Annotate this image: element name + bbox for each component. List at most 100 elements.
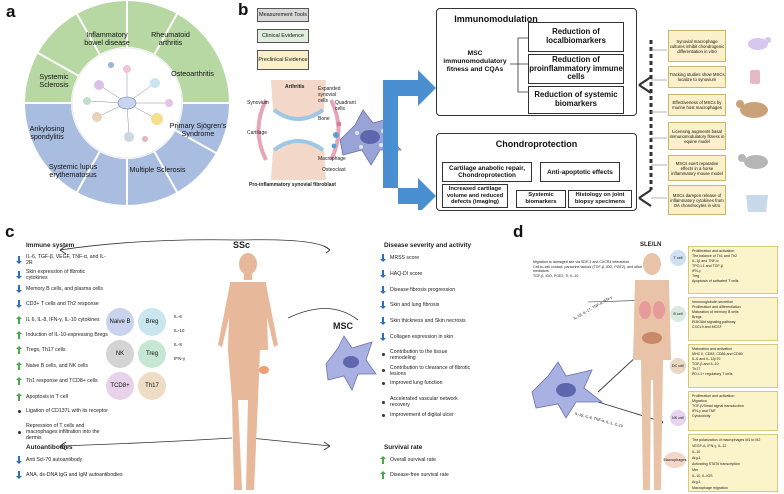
survival-title: Survival rate bbox=[384, 444, 423, 451]
d-cell-dc: DC cell bbox=[670, 358, 686, 374]
label-synovium: Synovium bbox=[247, 100, 269, 106]
list-item-text: MRSS score bbox=[390, 255, 420, 261]
cell-th17: Th17 bbox=[138, 372, 166, 400]
list-item-text: Overall survival rate bbox=[390, 457, 436, 463]
bullet-icon bbox=[382, 413, 385, 417]
joint-illustration bbox=[256, 80, 342, 180]
animal-model-icons bbox=[736, 37, 771, 212]
label-macrophage: Macrophage bbox=[318, 156, 346, 162]
label-cartilage: Cartilage bbox=[247, 130, 268, 136]
d-list-item: Activating STAT6 transcription bbox=[692, 462, 740, 466]
down-arrow-icon bbox=[380, 301, 386, 310]
d-list-item: Treg bbox=[692, 274, 700, 278]
label-fibroblast: Pro-inflammatory synovial fibroblast bbox=[249, 182, 336, 188]
sle-label: SLE/LN bbox=[640, 242, 662, 248]
blue-flow-arrows bbox=[383, 70, 436, 210]
list-item-text: Repression of T cells and macrophages in… bbox=[26, 423, 100, 442]
list-item: Induction of IL-10-expressing Bregs bbox=[16, 331, 108, 339]
list-item-text: Disease fibrosis progression bbox=[390, 286, 456, 293]
list-item-text: Th1 response and TCD8+ cells bbox=[26, 378, 98, 385]
d-list-item: Migration bbox=[692, 399, 707, 403]
migration-line-2: Cell-to-cell contact, paracrine factors … bbox=[533, 264, 643, 274]
list-item: CD3+ T cells and Th2 response bbox=[16, 300, 108, 309]
list-item: Improvement of digital ulcer bbox=[380, 412, 472, 418]
legend-preclinical-evidence: Preclinical Evidence bbox=[257, 50, 309, 70]
list-item: Anti Scl-70 autoantibody bbox=[16, 456, 206, 464]
list-item: Tregs, Th17 cells bbox=[16, 346, 108, 355]
list-item: MRSS score bbox=[380, 254, 472, 262]
evidence-2: Tracking studies show MSCs localize to s… bbox=[668, 66, 726, 88]
d-list-item: Macrophage migration bbox=[692, 486, 728, 490]
list-item: HAQ-DI score bbox=[380, 269, 472, 278]
list-item-text: Ligation of CD137L with its receptor bbox=[26, 408, 108, 414]
migration-line-1: Migration to damaged site via SDF-1 and … bbox=[533, 260, 630, 264]
d-list-item: Arg-1 bbox=[692, 480, 701, 484]
migration-line-3: TGF-β, IDO, PGE2, Ti, IL-10 bbox=[533, 273, 579, 278]
migration-text: Migration to damaged site via SDF-1 and … bbox=[533, 260, 653, 278]
list-item: Memory B cells, and plasma cells bbox=[16, 284, 108, 293]
list-item-text: Skin and lung fibrosis bbox=[390, 302, 440, 309]
up-arrow-icon bbox=[16, 377, 22, 386]
d-list-item: Arg-1 bbox=[692, 456, 701, 460]
list-item-text: IL-6, TGF-β, VEGF, TNF-α, and IL-2R bbox=[26, 254, 106, 266]
human-body-figure bbox=[218, 253, 278, 490]
histology-box: Histology on joint biopsy specimens bbox=[568, 190, 632, 208]
down-arrow-icon bbox=[16, 456, 22, 464]
d-cell-b: B cell bbox=[670, 306, 686, 322]
evidence-5: MSCs exert reparative effects in a horse… bbox=[668, 155, 726, 181]
evidence-dashed-arrows bbox=[638, 40, 667, 207]
d-cell-nk: NK cell bbox=[670, 410, 686, 426]
d-list-item: Maturation of memory B cells bbox=[692, 310, 739, 314]
evidence-4: Licensing augments basal immunomodulator… bbox=[668, 122, 726, 150]
d-list-item: The polarization of macrophages M1 to M2 bbox=[692, 438, 761, 442]
evidence-1: Synovial macrophage cultures inhibit cho… bbox=[668, 30, 726, 62]
panel-a-letter: a bbox=[6, 2, 16, 21]
immune-system-title: Immune system bbox=[26, 242, 75, 249]
disease-as: Ankylosing spondylitis bbox=[29, 123, 65, 141]
disease-ssc: Systemic Sclerosis bbox=[39, 71, 69, 89]
list-item-text: Apoptosis in T cell bbox=[26, 393, 68, 400]
cartilage-imaging-box: Increased cartilage volume and reduced d… bbox=[442, 184, 508, 208]
up-arrow-icon bbox=[16, 346, 22, 355]
reduction-local-biomarkers: Reduction of localbiomarkers bbox=[528, 22, 624, 52]
list-item: Overall survival rate bbox=[380, 456, 490, 464]
bullet-icon bbox=[382, 400, 385, 404]
immunomodulation-box bbox=[436, 8, 637, 116]
d-list-item: Mer bbox=[692, 468, 699, 472]
list-item: Th1 response and TCD8+ cells bbox=[16, 377, 108, 386]
up-arrow-icon bbox=[380, 456, 386, 464]
list-item-text: IL 6, IL-8, IFN-γ, IL-10 cytokines bbox=[26, 316, 100, 323]
autoantibodies-title: Autoantibodies bbox=[26, 444, 73, 451]
d-list-item: Bregs bbox=[692, 315, 702, 319]
d-list-item: Apoptosis of activated T cells bbox=[692, 279, 739, 283]
d-list-item: Proliferation and activation bbox=[692, 249, 735, 253]
d-list-item: PD-L1+ regulatory T cells bbox=[692, 372, 733, 376]
down-arrow-icon bbox=[16, 256, 22, 264]
list-item: Accelerated vascular network recovery bbox=[380, 396, 472, 408]
d-list-item: IL-10 bbox=[692, 450, 701, 454]
list-item: Apoptosis in T cell bbox=[16, 392, 108, 401]
down-arrow-icon bbox=[16, 284, 22, 293]
cytokine-il10: IL-10 bbox=[174, 328, 185, 333]
msc-fitness-label: MSC immunomodulatory fitness and CQAs bbox=[443, 50, 507, 73]
msc-cell-d bbox=[531, 361, 604, 419]
anti-apoptotic-box: Anti-apoptotic effects bbox=[540, 162, 620, 182]
d-list-item: Immunoglobulin secretion bbox=[692, 300, 733, 304]
cytokine-il6: IL-6 bbox=[174, 314, 182, 319]
d-list-item: CXCL9 and MCSF bbox=[692, 325, 722, 329]
evidence-6: MSCs dampen release of inflammatory cyto… bbox=[668, 185, 726, 215]
cell-naive-b: Naive B bbox=[106, 308, 134, 336]
list-item-text: HAQ-DI score bbox=[390, 270, 423, 277]
list-item: Skin expression of fibrotic cytokines bbox=[16, 269, 108, 281]
cell-nk: NK bbox=[106, 340, 134, 368]
disease-pss: Primary Sjögren's Syndrome bbox=[169, 120, 227, 138]
down-arrow-icon bbox=[380, 285, 386, 294]
disease-ibd: Inflammatory bowel disease bbox=[84, 29, 130, 47]
bullet-icon bbox=[382, 369, 385, 373]
d-list-item: IL-6 and IL-12p70 bbox=[692, 357, 721, 361]
d-list-item: TPO-L1 and TGF-β bbox=[692, 264, 723, 268]
label-expanded-cells: Expanded synovial cells bbox=[318, 86, 341, 104]
bullet-icon bbox=[382, 381, 385, 385]
